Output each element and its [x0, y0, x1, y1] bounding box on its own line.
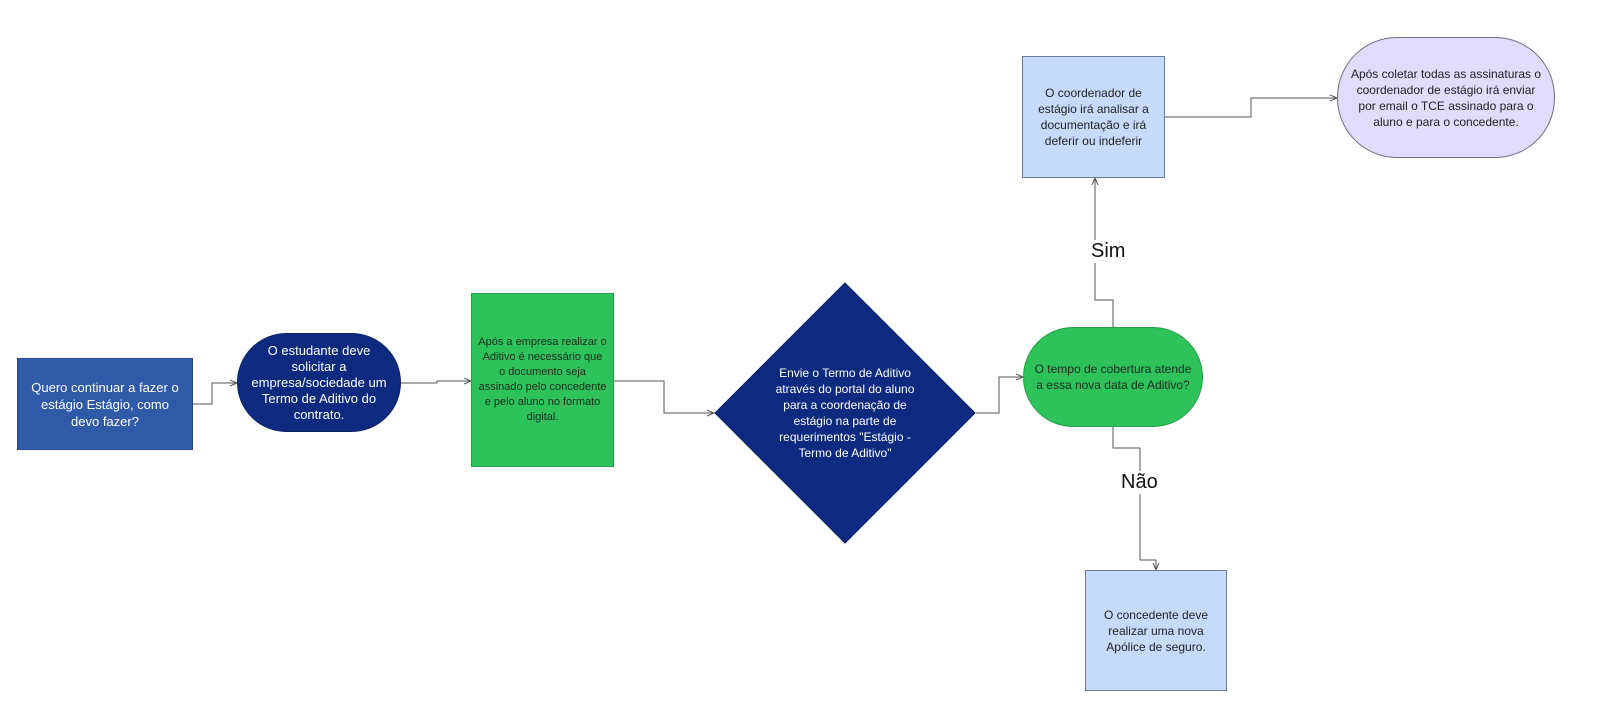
envio-tce-text: Após coletar todas as assinaturas o coor…	[1350, 66, 1542, 129]
solicitar-aditivo-node: O estudante deve solicitar a empresa/soc…	[237, 333, 401, 432]
connector-tempo-to-apolice	[1112, 427, 1156, 570]
envio-tce-node: Após coletar todas as assinaturas o coor…	[1337, 37, 1555, 158]
envie-termo-text: Envie o Termo de Aditivo através do port…	[775, 366, 915, 460]
start-node: Quero continuar a fazer o estágio Estági…	[17, 358, 193, 450]
tempo-cobertura-text: O tempo de cobertura atende a essa nova …	[1034, 362, 1192, 392]
tempo-cobertura-node: O tempo de cobertura atende a essa nova …	[1023, 327, 1203, 427]
nova-apolice-node: O concedente deve realizar uma nova Apól…	[1085, 570, 1227, 691]
diamond-shape	[714, 282, 976, 544]
coordenador-analise-text: O coordenador de estágio irá analisar a …	[1038, 86, 1149, 148]
connector-assinado-to-envie	[614, 380, 714, 413]
connector-coordenador-to-final	[1165, 98, 1337, 118]
connector-solicitar-to-assinado	[401, 381, 471, 383]
connector-start-to-solicitar	[193, 383, 237, 405]
nova-apolice-text: O concedente deve realizar uma nova Apól…	[1103, 607, 1209, 654]
coordenador-analise-node: O coordenador de estágio irá analisar a …	[1022, 56, 1165, 178]
edge-label-nao: Não	[1119, 471, 1160, 494]
connector-tempo-to-coordenador	[1095, 178, 1114, 327]
edge-label-sim: Sim	[1089, 240, 1128, 263]
assinatura-digital-node: Após a empresa realizar o Aditivo é nece…	[471, 293, 614, 467]
envie-termo-decision: Envie o Termo de Aditivo através do port…	[714, 282, 976, 544]
connector-envie-to-tempo	[976, 377, 1023, 414]
assinatura-digital-text: Após a empresa realizar o Aditivo é nece…	[478, 336, 607, 423]
start-node-text: Quero continuar a fazer o estágio Estági…	[31, 379, 179, 429]
solicitar-aditivo-text: O estudante deve solicitar a empresa/soc…	[251, 342, 387, 422]
